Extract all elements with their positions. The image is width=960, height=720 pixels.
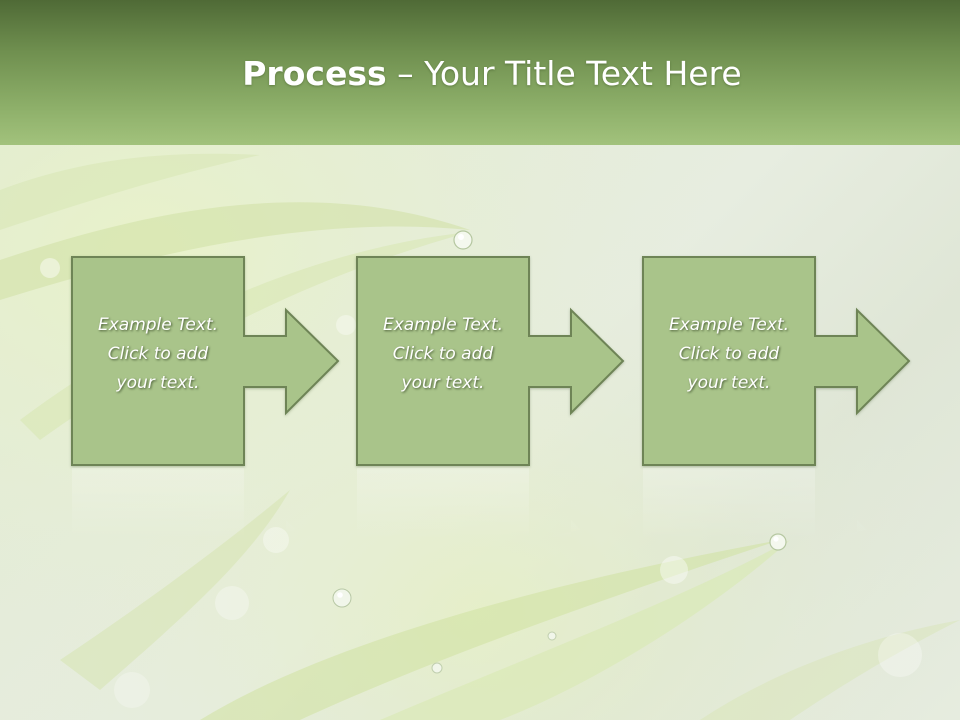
process-step-1[interactable] (71, 256, 340, 540)
step-1-text[interactable]: Example Text. Click to add your text. (97, 315, 219, 393)
step-3-text[interactable]: Example Text. Click to add your text. (668, 315, 790, 393)
title-rest: – Your Title Text Here (386, 54, 742, 93)
step-1-reflection (72, 468, 296, 540)
process-step-2[interactable] (356, 256, 625, 540)
title-bar: Process – Your Title Text Here (0, 0, 960, 145)
title-bold: Process (242, 54, 387, 93)
step-2-text[interactable]: Example Text. Click to add your text. (382, 315, 504, 393)
slide-title[interactable]: Process – Your Title Text Here (0, 52, 960, 96)
step-3-arrow-shape (642, 256, 911, 466)
step-1-arrow-shape (71, 256, 340, 466)
process-step-3[interactable] (642, 256, 911, 540)
step-3-reflection (643, 468, 867, 540)
step-2-arrow-shape (356, 256, 625, 466)
step-2-reflection (357, 468, 581, 540)
